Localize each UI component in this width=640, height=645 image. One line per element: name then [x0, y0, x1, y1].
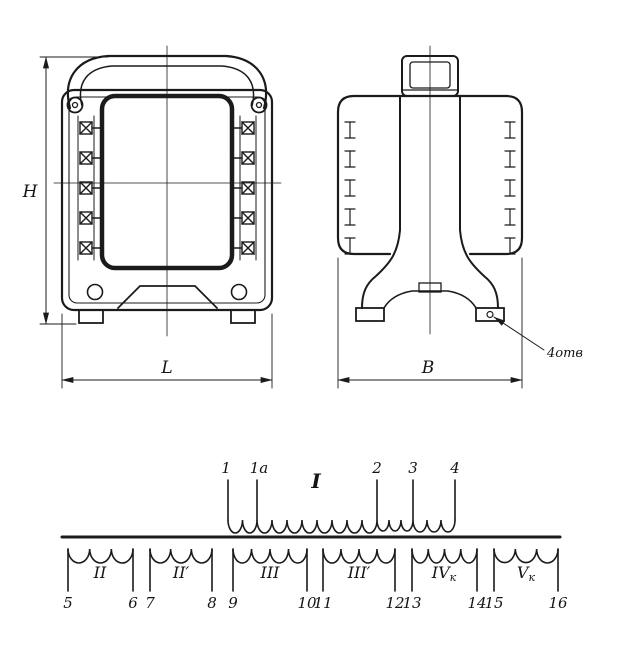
winding-schematic [60, 479, 562, 592]
top-cap-inner [409, 61, 451, 89]
winding-II-coil [67, 548, 134, 564]
core-column-right-edge [459, 95, 499, 309]
side-foot-left [355, 307, 385, 322]
terminal-16: 16 [548, 594, 568, 612]
strap-ear-right-hole [255, 101, 263, 109]
coil-window [99, 93, 235, 271]
strap-outer [66, 54, 268, 110]
winding-label-III: III [260, 563, 281, 582]
front-view [39, 45, 282, 389]
winding-label-III2: III′ [347, 563, 371, 582]
terminal-10: 10 [297, 594, 317, 612]
winding-Vk-leads [493, 548, 559, 592]
core-column-left-edge [361, 95, 401, 309]
primary-terminal-4: 4 [449, 459, 460, 477]
winding-label-IVk-sub: к [450, 571, 457, 584]
primary-winding-label: I [310, 469, 321, 493]
winding-label-IVk-main: IV [431, 563, 451, 582]
foot-arch [383, 290, 477, 309]
winding-III2-coil [322, 548, 396, 564]
winding-II-leads [67, 548, 134, 592]
winding-label-Vk: Vк [517, 563, 536, 584]
side-body-contour [336, 94, 524, 256]
bracket-trapezoid [117, 285, 218, 309]
terminal-8: 8 [207, 594, 217, 612]
terminal-11: 11 [313, 594, 332, 612]
winding-Vk-coil [493, 548, 559, 564]
terminal-7: 7 [145, 594, 155, 612]
winding-III2-leads [322, 548, 396, 592]
winding-label-Vk-sub: к [528, 571, 535, 584]
primary-terminal-3: 3 [408, 459, 418, 477]
winding-IVk-leads [411, 548, 478, 592]
foot-left [78, 309, 104, 324]
solder-lugs-right [504, 121, 516, 255]
solder-lugs-left [344, 121, 356, 255]
winding-label-IVk: IVк [431, 563, 457, 584]
terminal-15: 15 [484, 594, 503, 612]
terminal-12: 12 [385, 594, 404, 612]
winding-II2-coil [149, 548, 213, 564]
terminal-14: 14 [467, 594, 486, 612]
primary-terminal-1: 1 [221, 459, 231, 477]
side-view [336, 45, 545, 389]
body-outer-contour [60, 88, 274, 312]
winding-III-coil [232, 548, 308, 564]
winding-label-II2: II′ [172, 563, 190, 582]
strap-ear-left-hole [71, 101, 79, 109]
primary-winding-leads [227, 479, 456, 521]
primary-winding-coil [227, 519, 456, 534]
bracket-bolt-left [86, 283, 104, 301]
terminal-bolts-right [231, 121, 255, 255]
dimension-label-H: H [22, 182, 39, 202]
terminal-9: 9 [228, 594, 238, 612]
dimension-label-B: B [421, 358, 435, 378]
winding-III-leads [232, 548, 308, 592]
winding-label-Vk-main: V [517, 563, 530, 582]
winding-IVk-coil [411, 548, 478, 564]
foot-hole [486, 310, 494, 319]
side-foot-right [475, 307, 505, 322]
primary-terminal-1a: 1a [250, 459, 269, 477]
winding-II2-leads [149, 548, 213, 592]
arch-clamp [418, 282, 442, 293]
holes-leader-line [493, 316, 545, 351]
primary-terminal-2: 2 [371, 459, 382, 477]
foot-right [230, 309, 256, 324]
terminal-bolts-left [79, 121, 103, 255]
terminal-13: 13 [402, 594, 421, 612]
terminal-5: 5 [63, 594, 73, 612]
bracket-bolt-right [230, 283, 248, 301]
dimension-label-L: L [160, 358, 172, 378]
terminal-6: 6 [128, 594, 138, 612]
holes-note-label: 4отв [546, 346, 583, 361]
strap-inner [79, 65, 255, 107]
winding-label-II: II [93, 563, 107, 582]
